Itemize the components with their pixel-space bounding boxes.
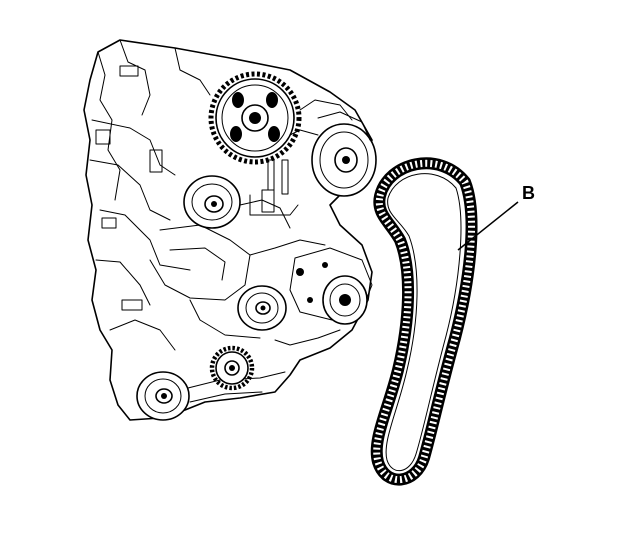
lower-idler-pulley xyxy=(136,371,190,421)
callout-b-leader xyxy=(457,201,519,251)
timing-belt xyxy=(370,157,478,486)
water-pump-pulley xyxy=(289,247,373,325)
power-steering-pulley xyxy=(311,111,377,197)
callout-b: B xyxy=(457,183,535,251)
tensioner-pulley xyxy=(183,175,241,229)
camshaft-sprocket xyxy=(208,71,302,165)
callout-b-label: B xyxy=(522,183,535,203)
crankshaft-sprocket xyxy=(209,345,255,391)
idler-pulley xyxy=(237,285,287,331)
